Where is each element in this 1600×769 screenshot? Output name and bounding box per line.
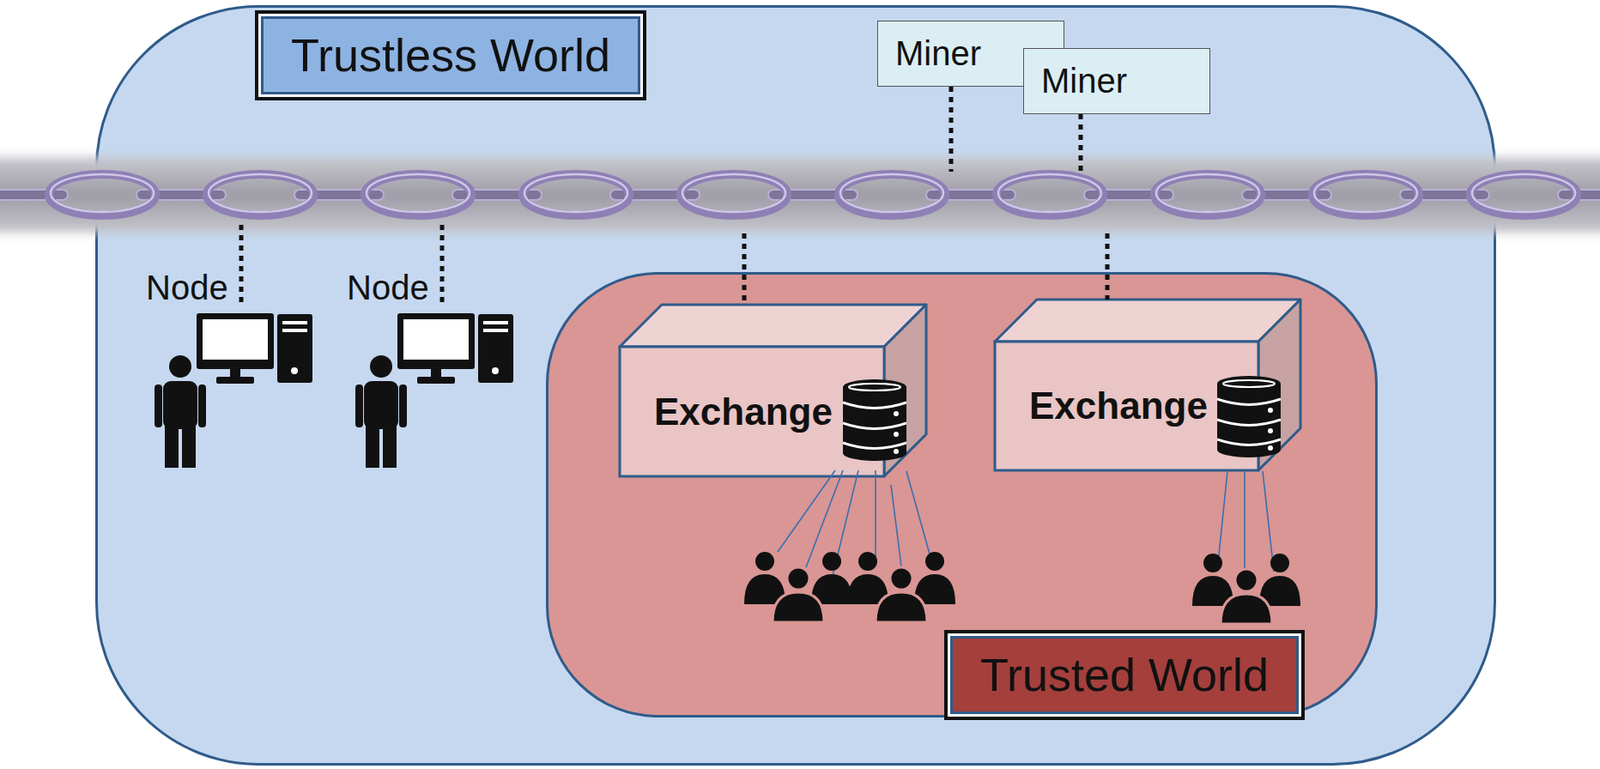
chain-link xyxy=(1470,174,1577,216)
chain-link xyxy=(1312,174,1419,216)
chain-link xyxy=(48,174,156,216)
customer-line xyxy=(777,470,836,552)
customer-line xyxy=(906,471,931,558)
miner-link xyxy=(1078,114,1084,172)
customer-line xyxy=(874,470,877,558)
miner-label: Miner xyxy=(895,34,982,73)
chain-link xyxy=(610,189,700,200)
region-badge: Trusted World xyxy=(944,630,1305,721)
exchange-link xyxy=(742,233,747,305)
customer-line xyxy=(1217,471,1228,572)
chain-link-highlight xyxy=(682,174,786,213)
box-front-face xyxy=(994,341,1259,471)
node-link xyxy=(239,224,244,304)
chain-link-highlight xyxy=(998,174,1102,213)
exchange-label: Exchange xyxy=(1029,384,1208,428)
chain-link xyxy=(926,189,1016,200)
region-title: Trusted World xyxy=(944,630,1305,721)
database-icons xyxy=(842,375,1281,461)
customer-line xyxy=(831,470,859,580)
region-title: Trustless World xyxy=(254,10,647,101)
customer-group-icon xyxy=(744,551,853,623)
chain-link xyxy=(452,189,542,200)
customer-line xyxy=(890,484,902,567)
node-label: Node xyxy=(346,267,430,308)
chain-link-highlight xyxy=(366,174,470,213)
box-side-face xyxy=(1258,299,1301,471)
customer-line xyxy=(1243,471,1246,578)
chain-link xyxy=(136,189,226,200)
database-icon xyxy=(842,379,907,461)
dotted-connections xyxy=(241,86,1108,305)
node-label-text: Node xyxy=(346,268,430,307)
exchange-link xyxy=(1105,233,1110,300)
customer-line xyxy=(806,470,843,568)
box-top-face xyxy=(994,299,1301,342)
chain xyxy=(0,157,1600,233)
chain-link xyxy=(680,174,788,216)
chain-link-highlight xyxy=(1156,174,1260,213)
chain-link xyxy=(838,174,946,216)
customer-line xyxy=(1262,471,1274,572)
box-front-face xyxy=(619,346,885,477)
user-computer-icons xyxy=(154,313,514,468)
chain-link-highlight xyxy=(1472,174,1576,213)
customer-lines xyxy=(777,470,1274,580)
chain-link xyxy=(0,189,68,200)
exchange-face: Exchange xyxy=(994,341,1259,471)
chain-link-highlight xyxy=(1314,174,1418,213)
chain-link xyxy=(294,189,384,200)
exchange-box: Exchange xyxy=(994,299,1301,471)
node-label: Node xyxy=(145,267,229,308)
exchange-face: Exchange xyxy=(619,346,885,477)
miner-link xyxy=(949,86,954,172)
chain-links xyxy=(0,174,1600,216)
chain-link xyxy=(206,174,314,216)
chain-link xyxy=(1084,189,1174,200)
chain-link xyxy=(768,189,858,200)
chain-link xyxy=(522,174,630,216)
customer-group-icon xyxy=(847,551,956,623)
miner-label: Miner xyxy=(1041,61,1128,101)
chain-link xyxy=(1400,189,1490,200)
trust-region: Exchange ExchangeTrusted World xyxy=(545,272,1378,718)
chain-band xyxy=(0,157,1600,233)
user-computer-icon xyxy=(355,313,514,468)
chain-link xyxy=(1557,189,1600,200)
node-link xyxy=(440,224,445,304)
box-top-face xyxy=(619,304,927,347)
region-badge: Trustless World xyxy=(254,10,647,101)
chain-link xyxy=(996,174,1104,216)
chain-link-highlight xyxy=(208,174,312,213)
customer-group-icon xyxy=(1192,553,1301,625)
exchange-label: Exchange xyxy=(654,390,833,434)
chain-link-highlight xyxy=(50,174,154,213)
chain-link xyxy=(1242,189,1332,200)
node-label-text: Node xyxy=(145,268,229,307)
miner-box: Miner xyxy=(1023,48,1211,115)
chain-link xyxy=(364,174,472,216)
customer-groups xyxy=(744,551,1301,625)
trust-region: MinerMinerNodeNodeExchangeExchangeTruste… xyxy=(95,5,1497,766)
chain-link-highlight xyxy=(524,174,628,213)
chain-link xyxy=(1154,174,1261,216)
database-icon xyxy=(1217,375,1281,458)
chain-link-highlight xyxy=(840,174,944,213)
exchange-box: Exchange xyxy=(619,304,927,477)
user-computer-icon xyxy=(154,313,313,468)
box-side-face xyxy=(884,304,927,477)
